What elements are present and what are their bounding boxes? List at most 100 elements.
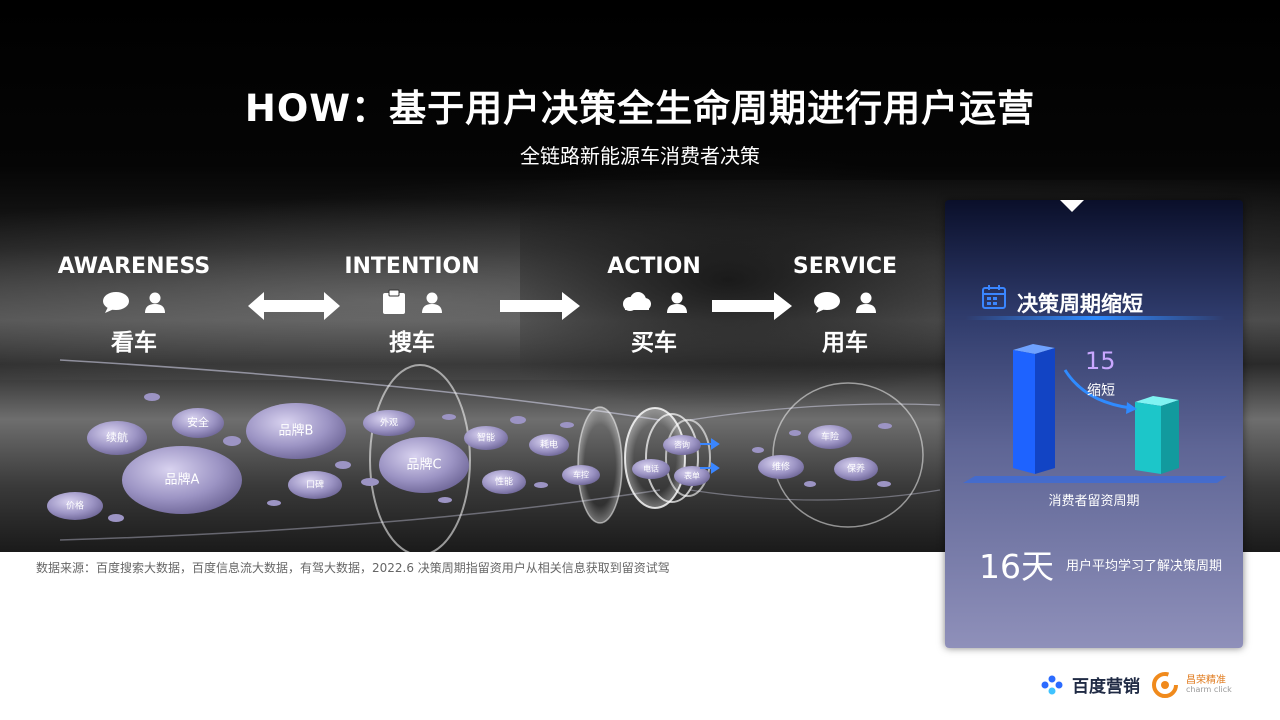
bubble-form-label: 表单 <box>684 471 700 481</box>
bubble-safety-label: 安全 <box>187 415 209 429</box>
bubble-safety: 安全 <box>172 408 224 438</box>
bubble-maintenance-label: 保养 <box>847 463 865 475</box>
stage-action-en: ACTION <box>607 254 701 279</box>
bubble-inquiry-label: 咨询 <box>674 440 690 450</box>
bubble-maintenance: 保养 <box>834 457 878 481</box>
stage-service: SERVICE 用车 <box>745 254 945 357</box>
bubble-performance-label: 性能 <box>495 476 513 488</box>
decision-cycle-panel: 决策周期缩短 15 缩短 消费者留资周期 16天 用户平均学习了解决策周期 <box>945 200 1243 648</box>
bubble-car-control: 车控 <box>562 465 600 485</box>
page-title: HOW：基于用户决策全生命周期进行用户运营 <box>244 87 1036 130</box>
speech-bubble-icon <box>103 292 129 313</box>
bubble-reputation-label: 口碑 <box>306 479 324 491</box>
right-arrow-icon <box>712 292 792 320</box>
bubble-brand-c-label: 品牌C <box>406 457 441 473</box>
changrong-logo-en: charm click <box>1186 685 1232 695</box>
double-arrow-icon <box>248 292 340 320</box>
bubble-brand-b-label: 品牌B <box>279 423 314 439</box>
bubble-phone-label: 电话 <box>643 464 659 474</box>
small-dots <box>108 393 892 522</box>
calendar-icon <box>982 285 1006 309</box>
speech-bubble-icon <box>814 292 840 313</box>
clipboard-icon <box>383 289 405 314</box>
bubble-smart: 智能 <box>464 426 508 450</box>
bubble-exterior: 外观 <box>363 410 415 436</box>
reduction-arrow <box>1063 369 1132 410</box>
user-icon <box>667 292 687 313</box>
cycle-bar-chart <box>963 344 1227 483</box>
days-value: 16天 <box>979 547 1054 586</box>
bubble-brand-a-label: 品牌A <box>165 472 200 488</box>
funnel-line <box>59 359 661 421</box>
bubble-price: 价格 <box>47 492 103 520</box>
bubble-exterior-label: 外观 <box>380 417 398 429</box>
funnel-ring <box>645 413 699 503</box>
user-icon <box>856 292 876 313</box>
bar-after-side <box>1161 400 1179 474</box>
stage-service-cn: 用车 <box>822 330 868 356</box>
stage-awareness: AWARENESS 看车 <box>34 254 234 357</box>
funnel-ring <box>772 382 924 528</box>
user-icon <box>422 292 442 313</box>
bubble-repair: 维修 <box>758 455 804 479</box>
stage-service-en: SERVICE <box>792 254 898 279</box>
bubble-price-label: 价格 <box>66 500 84 512</box>
stage-awareness-cn: 看车 <box>111 330 157 356</box>
page-subtitle: 全链路新能源车消费者决策 <box>520 144 760 168</box>
bubble-range: 续航 <box>87 421 147 455</box>
reduction-label: 缩短 <box>1087 383 1115 399</box>
reduction-value: 15 <box>1085 347 1116 375</box>
bubble-reputation: 口碑 <box>288 471 342 499</box>
baidu-marketing-logo: 百度营销 <box>1040 672 1140 697</box>
stage-intention: INTENTION 搜车 <box>312 254 512 357</box>
baidu-logo-text: 百度营销 <box>1072 677 1140 697</box>
panel-title: 决策周期缩短 <box>1017 292 1143 316</box>
stage-awareness-en: AWARENESS <box>57 254 211 279</box>
user-icon <box>145 292 165 313</box>
panel-notch <box>1060 200 1084 212</box>
cloud-icon <box>623 292 651 311</box>
funnel-ring <box>624 407 686 509</box>
bar-before-side <box>1035 348 1055 474</box>
panel-title-underline <box>965 316 1225 320</box>
bubble-insurance: 车险 <box>808 425 852 449</box>
changrong-logo-icon <box>1152 672 1178 698</box>
bubble-repair-label: 维修 <box>772 461 790 473</box>
days-description: 用户平均学习了解决策周期 <box>1066 559 1223 574</box>
bubble-phone: 电话 <box>632 459 670 479</box>
data-source-note: 数据来源：百度搜索大数据，百度信息流大数据，有驾大数据，2022.6 决策周期指… <box>36 561 670 575</box>
bar-after-front <box>1135 402 1161 474</box>
bubble-range-label: 续航 <box>106 430 128 444</box>
stage-action: ACTION 买车 <box>554 254 754 357</box>
stage-intention-cn: 搜车 <box>389 330 435 356</box>
right-arrow-icon <box>500 292 580 320</box>
bubble-smart-label: 智能 <box>477 432 495 444</box>
funnel-ring <box>577 406 623 524</box>
changrong-logo: 昌荣精准 charm click <box>1152 672 1232 698</box>
bar-before-front <box>1013 350 1035 474</box>
bubble-insurance-label: 车险 <box>821 431 839 443</box>
bubble-car-control-label: 车控 <box>573 470 589 480</box>
funnel-ring <box>369 364 471 552</box>
decision-funnel-visual: 品牌A 品牌B 品牌C 安全 续航 价格 外观 口碑 智能 性能 耗电 <box>47 359 941 552</box>
bubble-performance: 性能 <box>482 470 526 494</box>
stage-intention-en: INTENTION <box>344 254 480 279</box>
funnel-ring <box>665 419 711 497</box>
bubble-brand-c: 品牌C <box>379 437 469 493</box>
flow-arrows <box>700 438 720 474</box>
funnel-line <box>689 403 941 421</box>
bubble-power-use: 耗电 <box>529 434 569 456</box>
stage-action-cn: 买车 <box>631 330 677 356</box>
bar-before-top <box>1013 344 1055 354</box>
bubble-power-use-label: 耗电 <box>540 439 558 451</box>
bubble-brand-b: 品牌B <box>246 403 346 459</box>
bubble-inquiry: 咨询 <box>663 435 701 455</box>
changrong-logo-cn: 昌荣精准 <box>1186 675 1226 687</box>
bar-caption: 消费者留资周期 <box>1048 494 1140 509</box>
funnel-line <box>689 489 941 501</box>
baidu-logo-icon <box>1041 675 1063 694</box>
bubble-form: 表单 <box>674 466 710 486</box>
reduction-arrowhead <box>1126 402 1137 414</box>
bubble-brand-a: 品牌A <box>122 446 242 514</box>
bar-after-top <box>1135 396 1179 406</box>
